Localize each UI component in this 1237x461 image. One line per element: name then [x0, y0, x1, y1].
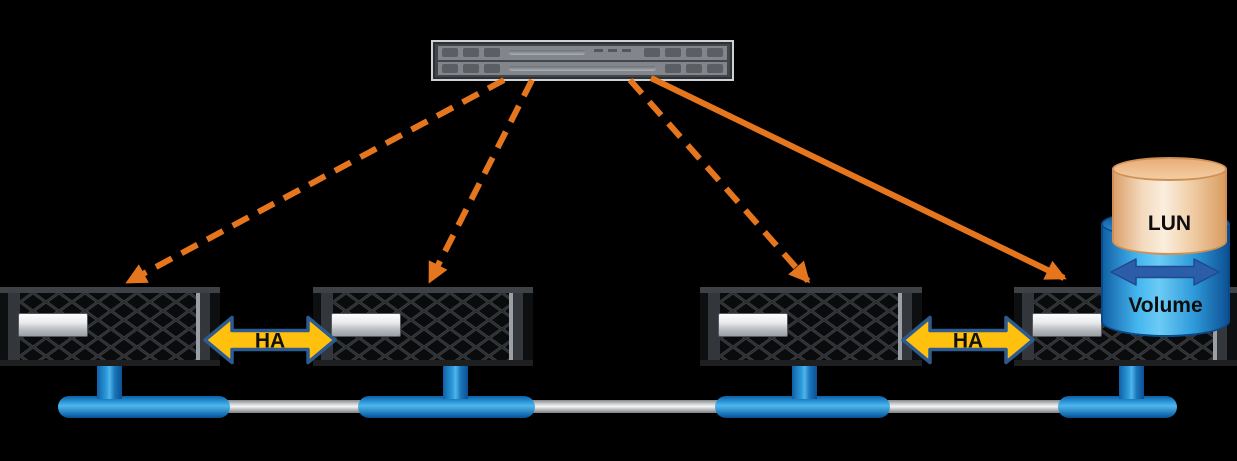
- controller-handle: [1032, 313, 1102, 337]
- port-icon: [463, 48, 479, 58]
- solid-path-arrow-node4: [649, 75, 1067, 281]
- controller-left-endcap: [0, 287, 20, 366]
- cluster-pipe-node4: [1058, 396, 1177, 418]
- double-arrow-shape: [1110, 258, 1220, 286]
- pipe-riser-node3: [792, 365, 817, 399]
- pipe-riser-node4: [1119, 365, 1144, 399]
- dashed-path-arrow-node3: [627, 78, 811, 284]
- ha-arrow-shape: [203, 315, 337, 365]
- cluster-pipe-node1: [58, 396, 230, 418]
- ha-label: HA: [255, 330, 285, 353]
- ha-label: HA: [953, 330, 983, 353]
- controller-bottom-bezel: [0, 360, 220, 366]
- backend-pipe-silver-1: [198, 400, 372, 413]
- lun-cylinder-top: [1112, 157, 1227, 181]
- cluster-pipe-node3: [715, 396, 890, 418]
- ha-arrow-right-pair: HA: [901, 315, 1035, 365]
- port-icon: [644, 48, 660, 58]
- volume-mobility-arrow: [1110, 258, 1220, 286]
- port-icon: [707, 63, 723, 73]
- port-icon: [463, 63, 479, 73]
- dashed-path-arrow-node1: [125, 77, 506, 285]
- controller-bottom-bezel: [313, 360, 533, 366]
- vent-slot: [509, 65, 656, 71]
- port-icon: [484, 48, 500, 58]
- dashed-path-arrow-node2: [427, 78, 535, 284]
- controller-top-bezel: [0, 287, 220, 293]
- pipe-riser-node2: [443, 365, 468, 399]
- controller-top-bezel: [313, 287, 533, 293]
- controller-handle: [718, 313, 788, 337]
- switch-row-2: [438, 61, 727, 75]
- backend-pipe-silver-2: [522, 400, 728, 413]
- port-icon: [686, 63, 702, 73]
- vent-slot: [509, 50, 585, 56]
- volume-label: Volume: [1128, 294, 1203, 317]
- ha-arrow-shape: [901, 315, 1035, 365]
- port-icon: [686, 48, 702, 58]
- port-icon: [665, 63, 681, 73]
- controller-handle: [18, 313, 88, 337]
- lun-cylinder-body: [1112, 169, 1227, 255]
- port-icon: [484, 63, 500, 73]
- port-icon: [665, 48, 681, 58]
- port-icon: [707, 48, 723, 58]
- controller-left-endcap: [700, 287, 720, 366]
- controller-bottom-bezel: [1014, 360, 1237, 366]
- storage-controller-1: [0, 287, 220, 366]
- storage-controller-2: [313, 287, 533, 366]
- controller-right-endcap: [196, 287, 220, 366]
- lun-cylinder: [1112, 157, 1227, 255]
- controller-right-endcap: [509, 287, 533, 366]
- host-switch: [431, 40, 734, 81]
- status-led-icons: [594, 49, 631, 53]
- backend-pipe-silver-3: [878, 400, 1070, 413]
- controller-top-bezel: [700, 287, 922, 293]
- port-icon: [442, 63, 458, 73]
- ha-arrow-left-pair: HA: [203, 315, 337, 365]
- storage-controller-3: [700, 287, 922, 366]
- lun-label: LUN: [1147, 212, 1192, 235]
- port-icon: [442, 48, 458, 58]
- switch-row-1: [438, 46, 727, 60]
- controller-handle: [331, 313, 401, 337]
- controller-bottom-bezel: [700, 360, 922, 366]
- pipe-riser-node1: [97, 365, 122, 399]
- cluster-pipe-node2: [358, 396, 535, 418]
